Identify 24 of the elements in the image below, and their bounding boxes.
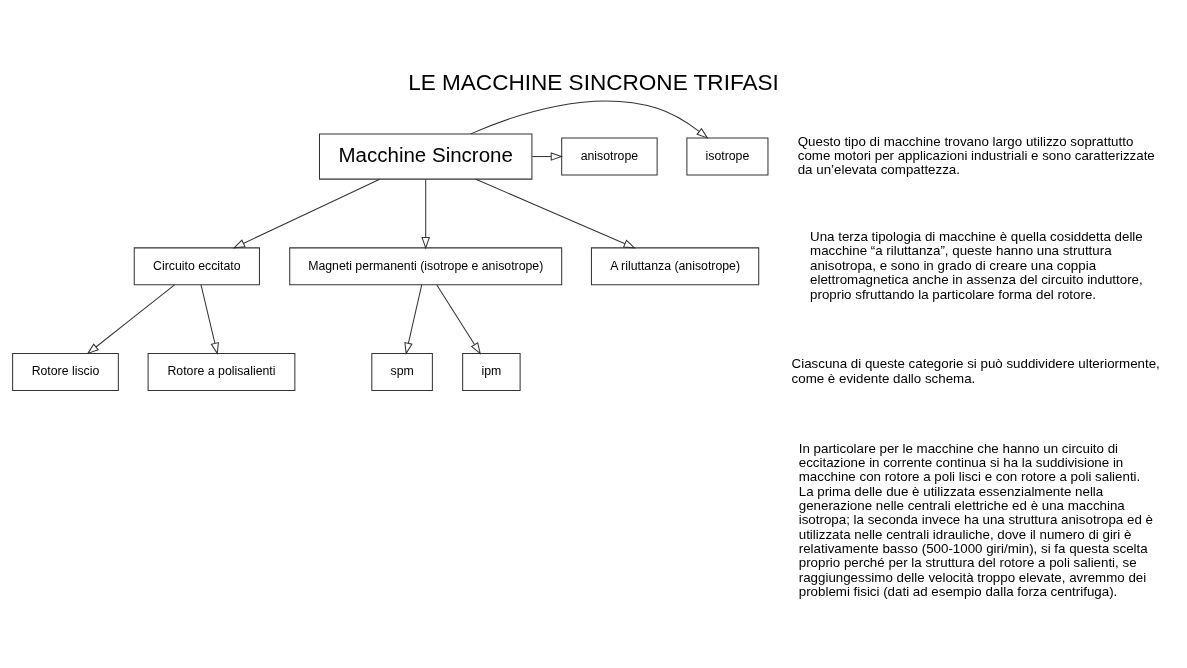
node-box: Rotore a polisalienti [147, 353, 296, 392]
node-box: A riluttanza (anisotrope) [590, 247, 760, 286]
node-box: Macchine Sincrone [318, 133, 533, 180]
node-box: isotrope [686, 137, 769, 176]
arrow [531, 152, 564, 161]
arrow [475, 178, 636, 249]
node-box: Rotore liscio [12, 353, 119, 392]
label: Questo tipo di macchine trovano largo utilizzo soprattutto come motori per applicazioni industriali e sono caratterizzate da un’elevata compattezza. [797, 133, 1155, 178]
label: Ciascuna di queste categorie si può suddividere ulteriormente, come è evidente dallo schema. [791, 356, 1160, 386]
node-box: Circuito eccitato [133, 247, 260, 286]
label: Una terza tipologia di macchine è quella cosiddetta delle macchine “a riluttanza”, queste hanno una struttura anisotropa, e sono in grado di creare una coppia elettromagnetica anche in assenza del circuito induttore, proprio sfruttando la particolare forma del rotore. [810, 229, 1143, 302]
node-box: ipm [462, 353, 521, 392]
node-box: anisotrope [561, 137, 658, 176]
arrow [200, 284, 219, 355]
arrow [421, 178, 431, 250]
arrow [404, 284, 423, 355]
diagram-title: LE MACCHINE SINCRONE TRIFASI [408, 70, 779, 96]
node-box: Magneti permanenti (isotrope e anisotrope) [289, 247, 563, 286]
label: In particolare per le macchine che hanno un circuito di eccitazione in corrente continua si ha la suddivisione in macchine con rotore a poli lisci e con rotore a poli salienti. La prima delle due è utilizzata essenzialmente nella generazione nelle centrali elettriche ed è una macchina isotropa; la seconda invece ha una struttura anisotropa ed è utilizzata nelle centrali idrauliche, dove il numero di giri è relativamente basso (500-1000 giri/min), si fa questa scelta proprio perché per la struttura del rotore a poli salienti, se raggiungessimo delle velocità troppo elevate, avremmo dei problemi fisici (dati ad esempio dalla forza centrifuga). [798, 440, 1153, 600]
arrow [436, 284, 482, 355]
arrow [470, 100, 709, 139]
node-box: spm [371, 353, 433, 392]
arrow [232, 178, 381, 249]
arrow [86, 284, 176, 355]
